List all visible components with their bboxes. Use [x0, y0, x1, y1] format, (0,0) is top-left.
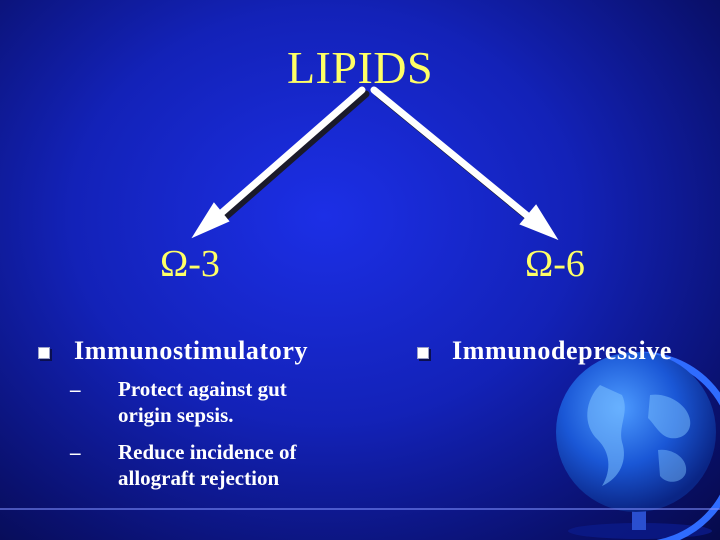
arrow-left-icon — [191, 86, 370, 239]
bottom-divider — [0, 508, 720, 510]
square-bullet-icon — [417, 347, 429, 359]
dash-marker: – — [70, 440, 81, 464]
bullet-immunostimulatory: Immunostimulatory — [74, 336, 309, 365]
sub-bullet-text: Protect against gut origin sepsis. — [118, 377, 287, 427]
arrow-right-icon — [370, 86, 559, 241]
dash-marker: – — [70, 377, 81, 401]
square-bullet-icon — [38, 347, 50, 359]
bullet-immunodepressive: Immunodepressive — [452, 336, 673, 365]
sub-bullet-allograft: – Reduce incidence of allograft rejectio… — [70, 439, 340, 491]
slide-title: LIPIDS — [286, 42, 434, 93]
omega-6-heading: Ω-6 — [525, 243, 585, 285]
omega-3-heading: Ω-3 — [160, 243, 220, 285]
sub-bullet-sepsis: – Protect against gut origin sepsis. — [70, 376, 340, 428]
sub-bullet-text: Reduce incidence of allograft rejection — [118, 440, 297, 490]
